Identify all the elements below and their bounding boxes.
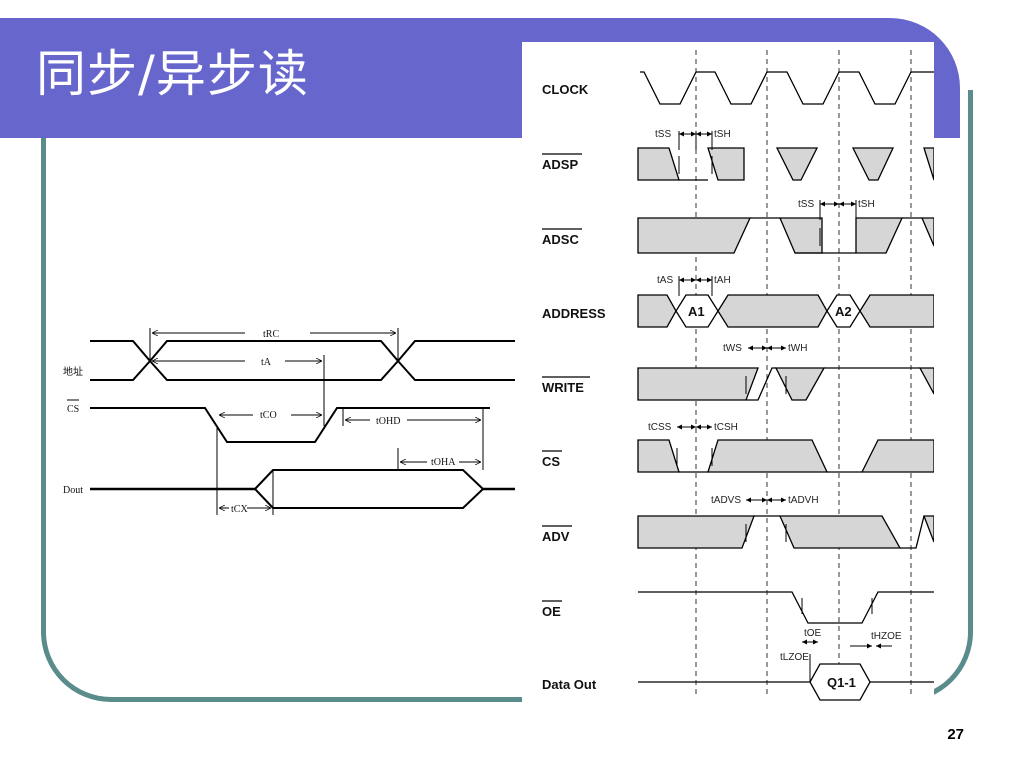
async-label-dout: Dout (63, 485, 83, 496)
timing-tws: tWS (723, 343, 742, 354)
sync-label-write: WRITE (542, 380, 584, 395)
sync-label-adsc: ADSC (542, 232, 579, 247)
timing-tlzoe: tLZOE (780, 652, 809, 663)
sync-label-adv: ADV (542, 529, 570, 544)
page-number: 27 (947, 726, 964, 743)
cs-waveform (637, 439, 934, 473)
async-label-cs: CS (67, 404, 79, 415)
timing-twh: tWH (788, 343, 807, 354)
data-out-waveform (638, 663, 934, 701)
async-label-address: 地址 (63, 365, 83, 378)
timing-tadvs: tADVS (711, 495, 741, 506)
adsc-waveform (637, 217, 934, 254)
sync-label-oe: OE (542, 604, 561, 619)
oe-waveform (638, 591, 934, 624)
timing-tss-adsp: tSS (655, 129, 671, 140)
sync-read-timing-panel: CLOCK ADSP ADSC ADDRESS WRITE CS ADV OE … (522, 42, 934, 704)
timing-tah: tAH (714, 275, 731, 286)
async-address-waveform (90, 340, 515, 381)
adsp-waveform (637, 147, 934, 181)
sync-read-timing-diagram: CLOCK ADSP ADSC ADDRESS WRITE CS ADV OE … (542, 50, 934, 701)
timing-tcss: tCSS (648, 422, 672, 433)
async-timing-tco: tCO (260, 410, 277, 421)
sync-label-data-out: Data Out (542, 677, 597, 692)
async-timing-tcx: tCX (231, 504, 248, 515)
timing-tas: tAS (657, 275, 673, 286)
adv-waveform (637, 515, 934, 549)
bus-value-q11: Q1-1 (827, 675, 856, 690)
timing-tsh-adsp: tSH (714, 129, 731, 140)
sync-label-cs: CS (542, 454, 560, 469)
write-waveform (637, 367, 934, 401)
clock-waveform (640, 71, 934, 105)
async-timing-trc: tRC (263, 329, 279, 340)
timing-tadvh: tADVH (788, 495, 819, 506)
slide-frame (41, 90, 973, 702)
async-cs-waveform (90, 407, 490, 443)
sync-label-clock: CLOCK (542, 82, 589, 97)
sync-label-adsp: ADSP (542, 157, 578, 172)
timing-tss-adsc: tSS (798, 199, 814, 210)
sync-label-address: ADDRESS (542, 306, 606, 321)
async-timing-tohd: tOHD (376, 416, 400, 427)
slide-title: 同步/异步读 (36, 45, 309, 103)
timing-tcsh: tCSH (714, 422, 738, 433)
bus-value-a1: A1 (688, 304, 705, 319)
async-read-timing-diagram: 地址 CS Dout tRC tA tCO tOHD tOHA tCX (63, 328, 515, 515)
timing-thzoe: tHZOE (871, 631, 902, 642)
async-dout-waveform (90, 469, 515, 509)
address-waveform (637, 294, 934, 328)
timing-tsh-adsc: tSH (858, 199, 875, 210)
async-timing-ta: tA (261, 357, 272, 368)
timing-toe: tOE (804, 628, 822, 639)
async-timing-toha: tOHA (431, 457, 456, 468)
bus-value-a2: A2 (835, 304, 852, 319)
